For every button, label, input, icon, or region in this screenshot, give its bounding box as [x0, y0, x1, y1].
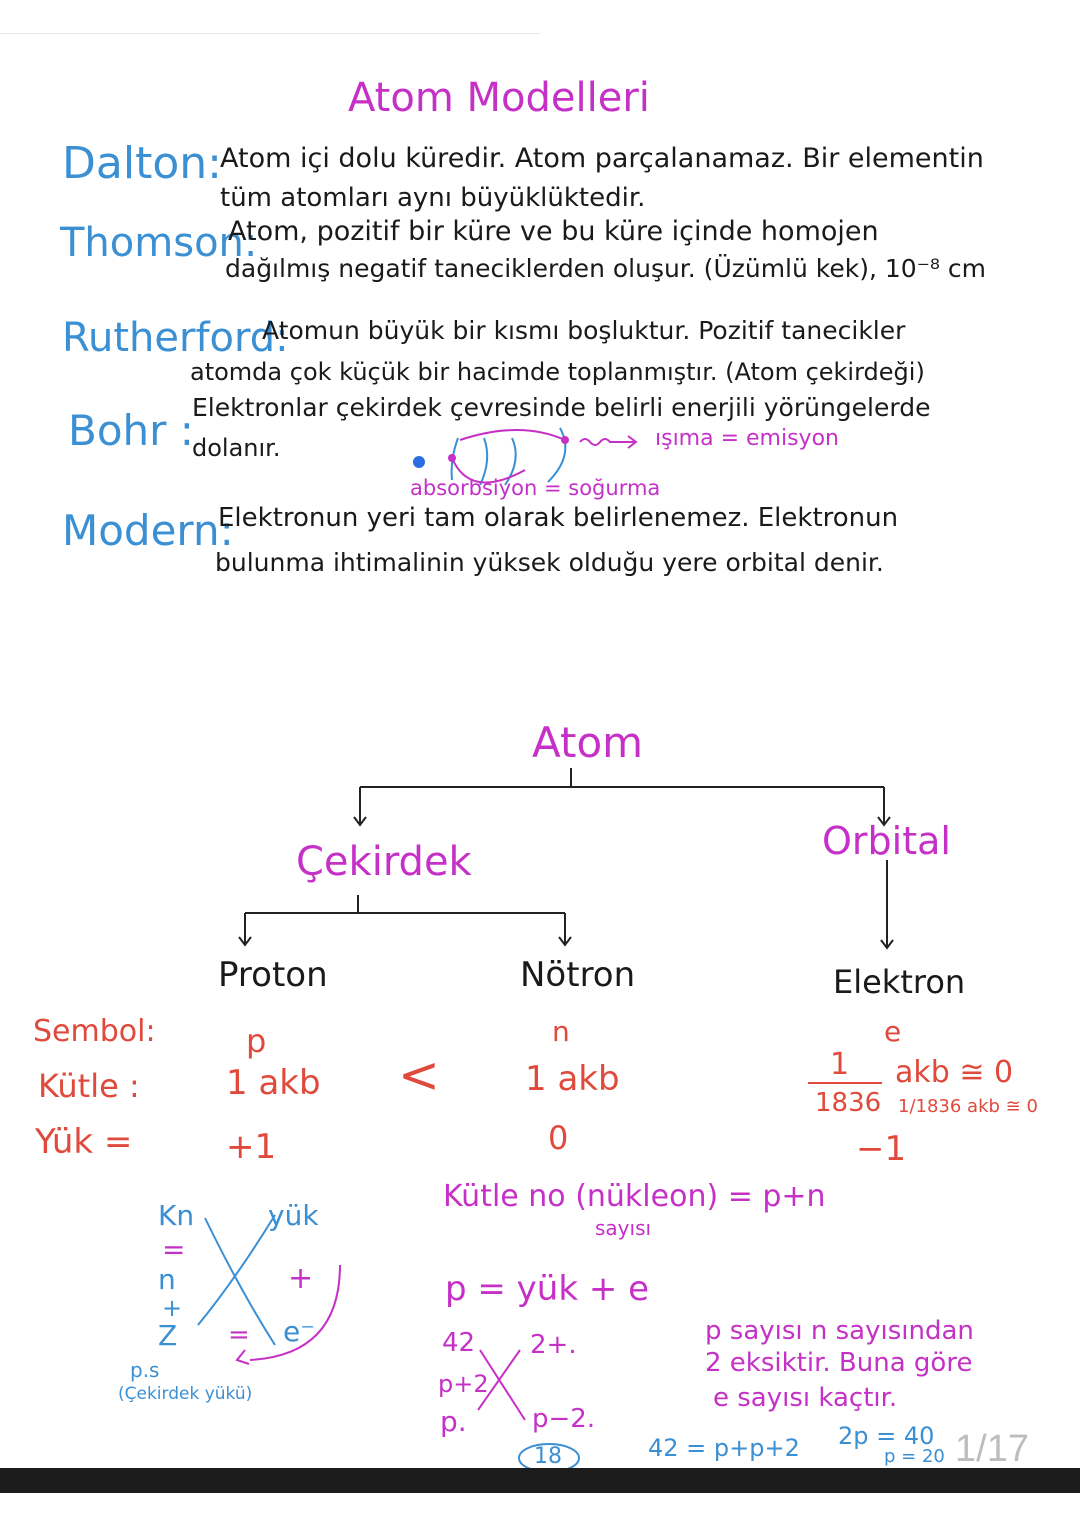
model-line: Elektronlar çekirdek çevresinde belirli … [192, 393, 931, 422]
p-minus-2: p−2. [532, 1404, 596, 1434]
nucleus-dot [413, 456, 425, 468]
model-line: Atom, pozitif bir küre ve bu küre içinde… [228, 216, 879, 247]
mass-compare: < [398, 1046, 440, 1104]
mass-number-formula: Kütle no (nükleon) = p+n [443, 1179, 826, 1214]
tree-cekirdek: Çekirdek [296, 839, 472, 885]
tree-proton: Proton [218, 955, 328, 995]
electron-symbol: e [884, 1015, 902, 1048]
model-name: Bohr : [68, 406, 194, 455]
kn-label: Kn [158, 1199, 195, 1232]
mass-number-42: 42 [442, 1328, 476, 1358]
p-label: p. [440, 1405, 467, 1438]
bohr-orbit-diagram [413, 427, 638, 486]
neutron-symbol: n [552, 1015, 570, 1048]
electron-charge: −1 [856, 1129, 907, 1169]
electron-mass-unit: akb ≅ 0 [895, 1055, 1014, 1090]
yuk-label: yük [268, 1199, 319, 1232]
equation-3: p = 20 [884, 1446, 945, 1467]
model-line: Elektronun yeri tam olarak belirlenemez.… [218, 503, 899, 533]
model-line: Atomun büyük bir kısmı boşluktur. Poziti… [262, 316, 906, 345]
electron-mass-den: 1836 [815, 1088, 882, 1118]
model-line: bulunma ihtimalinin yüksek olduğu yere o… [215, 548, 884, 577]
e-label: e⁻ [283, 1315, 316, 1348]
label-sembol: Sembol: [33, 1014, 156, 1049]
equals-sign: = [162, 1233, 186, 1266]
n-label: n [158, 1263, 176, 1296]
electron-mass-value: 1/1836 akb ≅ 0 [898, 1096, 1038, 1117]
model-line: dolanır. [192, 434, 281, 462]
plus-sign: + [162, 1294, 183, 1322]
mass-number-sub: sayısı [595, 1216, 652, 1240]
neutron-charge: 0 [548, 1119, 569, 1157]
model-line: Atom içi dolu küredir. Atom parçalanamaz… [220, 143, 984, 174]
neutron-mass: 1 akb [525, 1059, 620, 1099]
nucleus-charge-note: (Çekirdek yükü) [118, 1384, 253, 1404]
top-divider [0, 33, 540, 34]
question-line: e sayısı kaçtır. [713, 1383, 898, 1413]
emission-label: ışıma = emisyon [655, 426, 839, 451]
proton-symbol: p [246, 1022, 267, 1060]
ps-label: p.s [130, 1358, 160, 1382]
model-name: Dalton: [62, 138, 222, 189]
electron-mass-num: 1 [830, 1047, 850, 1082]
p-plus-2: p+2 [438, 1370, 489, 1398]
equals-sign: = [228, 1320, 250, 1350]
equation-1: 42 = p+p+2 [648, 1434, 800, 1462]
page-title: Atom Modelleri [348, 75, 650, 121]
model-line: tüm atomları aynı büyüklüktedir. [220, 183, 646, 213]
question-line: p sayısı n sayısından [705, 1316, 974, 1346]
example-cross-lines [477, 1082, 882, 1473]
charge-2plus: 2+. [530, 1330, 577, 1360]
bottom-bar [0, 1468, 1080, 1493]
label-yuk: Yük = [35, 1122, 133, 1162]
tree-notron: Nötron [520, 955, 636, 995]
model-name: Thomson: [60, 220, 258, 266]
z-label: Z [158, 1319, 178, 1352]
proton-mass: 1 akb [226, 1063, 321, 1103]
tree-root-atom: Atom [532, 718, 644, 767]
label-kutle: Kütle : [38, 1067, 140, 1105]
absorption-label: absorbsiyon = soğurma [410, 476, 661, 500]
atom-tree-lines [238, 768, 894, 950]
model-name: Rutherford: [62, 315, 289, 361]
answer-circled: 18 [534, 1444, 562, 1469]
cross-left-lines [197, 1214, 341, 1365]
page-counter: 1/17 [955, 1428, 1029, 1470]
plus-sign: + [288, 1261, 314, 1296]
question-line: 2 eksiktir. Buna göre [705, 1348, 973, 1378]
tree-orbital: Orbital [822, 819, 951, 863]
model-name: Modern: [62, 506, 234, 555]
p-formula: p = yük + e [445, 1269, 650, 1309]
equation-2: 2p = 40 [838, 1422, 935, 1450]
proton-charge: +1 [226, 1127, 277, 1167]
tree-elektron: Elektron [833, 963, 966, 1001]
model-line: dağılmış negatif taneciklerden oluşur. (… [225, 254, 986, 283]
model-line: atomda çok küçük bir hacimde toplanmıştı… [190, 358, 925, 386]
